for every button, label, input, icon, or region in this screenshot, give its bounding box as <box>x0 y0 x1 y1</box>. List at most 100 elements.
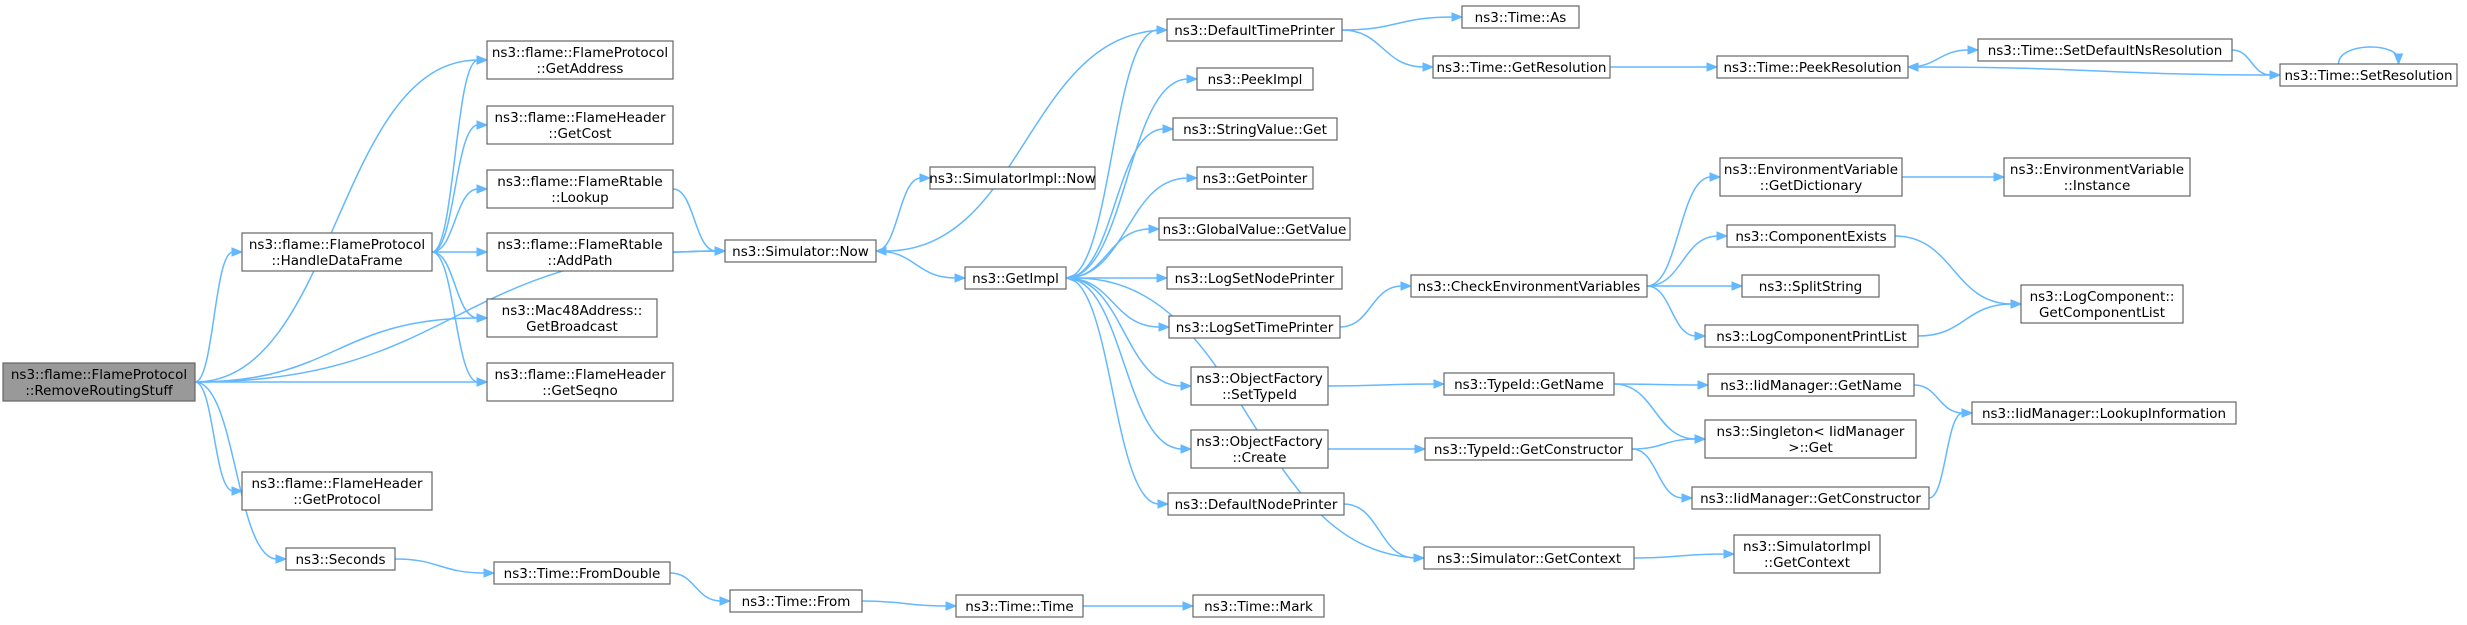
node-lcgcl[interactable]: ns3::LogComponent::GetComponentList <box>2020 284 2184 324</box>
node-singleton[interactable]: ns3::Singleton< IidManager>::Get <box>1704 419 1917 459</box>
node-split[interactable]: ns3::SplitString <box>1741 274 1880 298</box>
edge-simctx-to-implctx <box>1633 549 1736 559</box>
arrow-head-icon <box>1961 408 1974 418</box>
node-simctx[interactable]: ns3::Simulator::GetContext <box>1423 546 1635 570</box>
node-label: ns3::LogComponent:: <box>2030 289 2175 305</box>
node-getptr[interactable]: ns3::GetPointer <box>1196 166 1314 190</box>
node-from[interactable]: ns3::Time::From <box>729 589 863 613</box>
node-implnow[interactable]: ns3::SimulatorImpl::Now <box>929 166 1096 190</box>
edge-line <box>431 251 479 319</box>
node-fromdouble[interactable]: ns3::Time::FromDouble <box>493 561 671 585</box>
node-label: ns3::flame::FlameRtable <box>497 237 662 253</box>
arrow-head-icon <box>919 173 932 183</box>
node-box <box>1192 594 1325 618</box>
node-lcpl[interactable]: ns3::LogComponentPrintList <box>1704 324 1919 348</box>
node-box <box>1196 166 1314 190</box>
node-label: ns3::Time::Mark <box>1204 599 1313 615</box>
edge-line <box>1074 277 1425 559</box>
arrow-head-icon <box>719 596 732 606</box>
node-label: ns3::ObjectFactory <box>1196 371 1323 387</box>
node-lstp[interactable]: ns3::LogSetTimePrinter <box>1168 315 1341 339</box>
node-envinst[interactable]: ns3::EnvironmentVariable::Instance <box>2003 157 2191 197</box>
node-label: ns3::flame::FlameHeader <box>251 476 422 492</box>
node-setres[interactable]: ns3::Time::SetResolution <box>2279 63 2458 87</box>
node-box <box>1166 266 1343 290</box>
edge-root-to-handle <box>194 247 244 383</box>
node-dtp[interactable]: ns3::DefaultTimePrinter <box>1166 18 1343 42</box>
node-getimpl[interactable]: ns3::GetImpl <box>964 266 1067 290</box>
node-bcast[interactable]: ns3::Mac48Address::GetBroadcast <box>486 298 658 338</box>
node-box <box>1432 55 1611 79</box>
arrow-head-icon <box>476 55 489 65</box>
node-getres[interactable]: ns3::Time::GetResolution <box>1432 55 1611 79</box>
arrow-head-icon <box>483 568 496 578</box>
node-label: ::GetAddress <box>537 61 624 77</box>
edge-simnow-to-implnow <box>875 173 932 252</box>
edge-getimpl-to-peekimpl <box>1065 74 1199 279</box>
node-box <box>241 471 433 511</box>
node-getcost[interactable]: ns3::flame::FlameHeader::GetCost <box>486 105 674 145</box>
edge-line <box>1065 277 1183 450</box>
node-dnp[interactable]: ns3::DefaultNodePrinter <box>1167 492 1345 516</box>
node-getproto[interactable]: ns3::flame::FlameHeader::GetProtocol <box>241 471 433 511</box>
arrow-head-icon <box>1723 549 1736 559</box>
node-timeas[interactable]: ns3::Time::As <box>1461 5 1580 29</box>
node-implctx[interactable]: ns3::SimulatorImpl::GetContext <box>1733 534 1881 574</box>
node-envdict[interactable]: ns3::EnvironmentVariable::GetDictionary <box>1719 157 1903 197</box>
edge-line <box>1343 503 1416 559</box>
node-label: ns3::GetPointer <box>1203 171 1308 187</box>
node-handle[interactable]: ns3::flame::FlameProtocol::HandleDataFra… <box>241 232 433 272</box>
node-iidctor[interactable]: ns3::IidManager::GetConstructor <box>1691 486 1930 510</box>
node-label: ns3::IidManager::LookupInformation <box>1982 406 2226 422</box>
node-seqno[interactable]: ns3::flame::FlameHeader::GetSeqno <box>486 362 674 402</box>
edge-setres-to-peekres <box>1906 62 2281 76</box>
edge-checkenv-to-compexists <box>1646 231 1729 287</box>
node-mark[interactable]: ns3::Time::Mark <box>1192 594 1325 618</box>
edge-line <box>672 188 717 252</box>
edge-line <box>861 600 948 607</box>
arrow-head-icon <box>2393 53 2404 66</box>
node-label: ns3::Simulator::GetContext <box>1437 551 1621 567</box>
node-addpath[interactable]: ns3::flame::FlameRtable::AddPath <box>486 232 674 272</box>
edge-tidname-to-singleton <box>1613 383 1707 444</box>
node-label: ns3::LogComponentPrintList <box>1716 329 1906 345</box>
node-tidctor[interactable]: ns3::TypeId::GetConstructor <box>1424 437 1633 461</box>
node-ofset[interactable]: ns3::ObjectFactory::SetTypeId <box>1190 366 1329 406</box>
node-lsnp[interactable]: ns3::LogSetNodePrinter <box>1166 266 1343 290</box>
node-box <box>1733 534 1881 574</box>
node-seconds[interactable]: ns3::Seconds <box>285 547 396 571</box>
node-iidgetname[interactable]: ns3::IidManager::GetName <box>1707 373 1915 397</box>
node-label: ns3::Seconds <box>296 552 386 568</box>
node-label: ns3::LogSetTimePrinter <box>1176 320 1334 336</box>
node-checkenv[interactable]: ns3::CheckEnvironmentVariables <box>1410 274 1648 298</box>
node-label: ns3::SimulatorImpl::Now <box>929 171 1095 187</box>
node-simnow[interactable]: ns3::Simulator::Now <box>724 239 877 263</box>
node-box <box>1168 315 1341 339</box>
edge-tidname-to-iidgetname <box>1613 380 1710 390</box>
node-setdefres[interactable]: ns3::Time::SetDefaultNsResolution <box>1977 38 2233 62</box>
edge-simctx-to-getimpl <box>1064 273 1425 559</box>
edge-handle-to-getaddr <box>431 55 489 253</box>
edge-root-to-bcast <box>194 313 489 383</box>
node-timetime[interactable]: ns3::Time::Time <box>955 594 1084 618</box>
arrow-head-icon <box>1064 273 1077 283</box>
node-getaddr[interactable]: ns3::flame::FlameProtocol::GetAddress <box>486 40 674 80</box>
edge-lcpl-to-lcgcl <box>1917 299 2023 337</box>
node-tidname[interactable]: ns3::TypeId::GetName <box>1443 372 1615 396</box>
arrow-head-icon <box>2010 299 2023 309</box>
node-peekres[interactable]: ns3::Time::PeekResolution <box>1716 55 1909 79</box>
node-ofcreate[interactable]: ns3::ObjectFactory::Create <box>1190 429 1329 469</box>
node-box <box>1167 492 1345 516</box>
node-lookup[interactable]: ns3::flame::FlameRtable::Lookup <box>486 169 674 209</box>
node-compexists[interactable]: ns3::ComponentExists <box>1726 224 1896 248</box>
node-label: ns3::flame::FlameRtable <box>497 174 662 190</box>
node-label: ::GetSeqno <box>542 383 617 399</box>
node-gvget[interactable]: ns3::GlobalValue::GetValue <box>1158 217 1351 241</box>
node-iidlookup[interactable]: ns3::IidManager::LookupInformation <box>1971 401 2237 425</box>
node-label: GetBroadcast <box>526 319 618 335</box>
edge-line <box>1928 412 1964 499</box>
node-strget[interactable]: ns3::StringValue::Get <box>1172 117 1338 141</box>
node-box <box>1196 67 1314 91</box>
arrow-head-icon <box>476 247 489 257</box>
node-peekimpl[interactable]: ns3::PeekImpl <box>1196 67 1314 91</box>
